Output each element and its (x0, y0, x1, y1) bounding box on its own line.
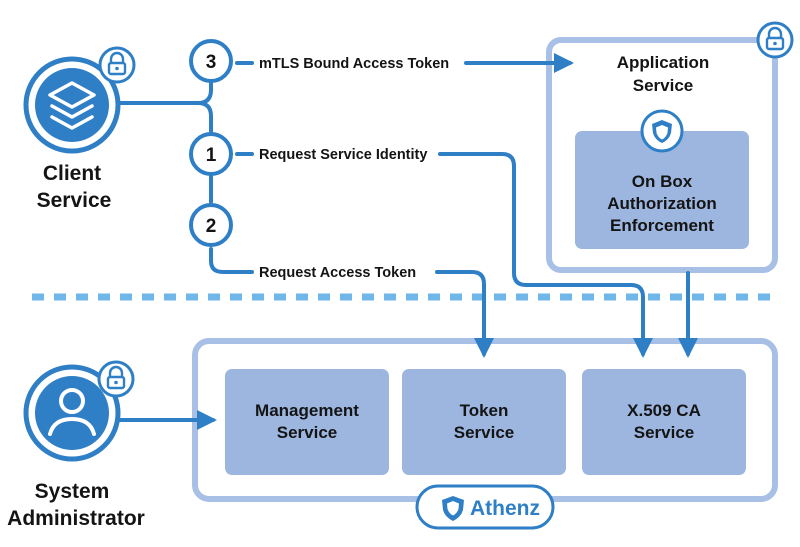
token-service-box (402, 369, 566, 475)
athenz-logo: Athenz (415, 484, 555, 530)
enforcement-line3: Enforcement (610, 216, 714, 235)
token-service-line2: Service (454, 423, 515, 442)
step-1-number: 1 (206, 145, 217, 166)
lock-icon (97, 360, 135, 398)
client-connector-top (116, 80, 213, 105)
step-2-number: 2 (206, 216, 217, 237)
x509-ca-service-box (582, 369, 746, 475)
management-service-box (225, 369, 389, 475)
step-1-badge: 1 (189, 132, 233, 176)
user-icon (23, 364, 121, 462)
management-service-line1: Management (255, 401, 359, 420)
management-service-line2: Service (277, 423, 338, 442)
enforcement-line2: Authorization (607, 194, 717, 213)
client-service-line1: Client (43, 162, 101, 185)
on-box-authorization-box (575, 131, 749, 249)
admin-line2: Administrator (7, 507, 145, 530)
request-token-arrow (435, 270, 494, 358)
step-3-label: mTLS Bound Access Token (259, 56, 449, 72)
application-title-line1: Application (617, 53, 710, 72)
shield-icon (442, 496, 464, 521)
x509-ca-service-line1: X.509 CA (627, 401, 701, 420)
step-3-badge: 3 (189, 39, 233, 83)
step-2-label: Request Access Token (259, 265, 416, 281)
lock-icon (98, 46, 136, 84)
client-connector-bottom (196, 101, 213, 134)
shield-icon (640, 109, 684, 153)
admin-line1: System (35, 480, 110, 503)
x509-ca-service-line2: Service (634, 423, 695, 442)
step-1-label: Request Service Identity (259, 147, 427, 163)
step-2-badge: 2 (189, 203, 233, 247)
token-service-line1: Token (460, 401, 509, 420)
enforcement-line1: On Box (632, 172, 693, 191)
layers-icon (23, 56, 121, 154)
application-title-line2: Service (633, 76, 694, 95)
flow-connectors (116, 53, 698, 430)
client-service-line2: Service (37, 189, 112, 212)
lock-icon (756, 21, 794, 59)
request-identity-arrow (438, 152, 653, 358)
athenz-brand-label: Athenz (470, 497, 540, 520)
step-3-number: 3 (206, 52, 217, 73)
